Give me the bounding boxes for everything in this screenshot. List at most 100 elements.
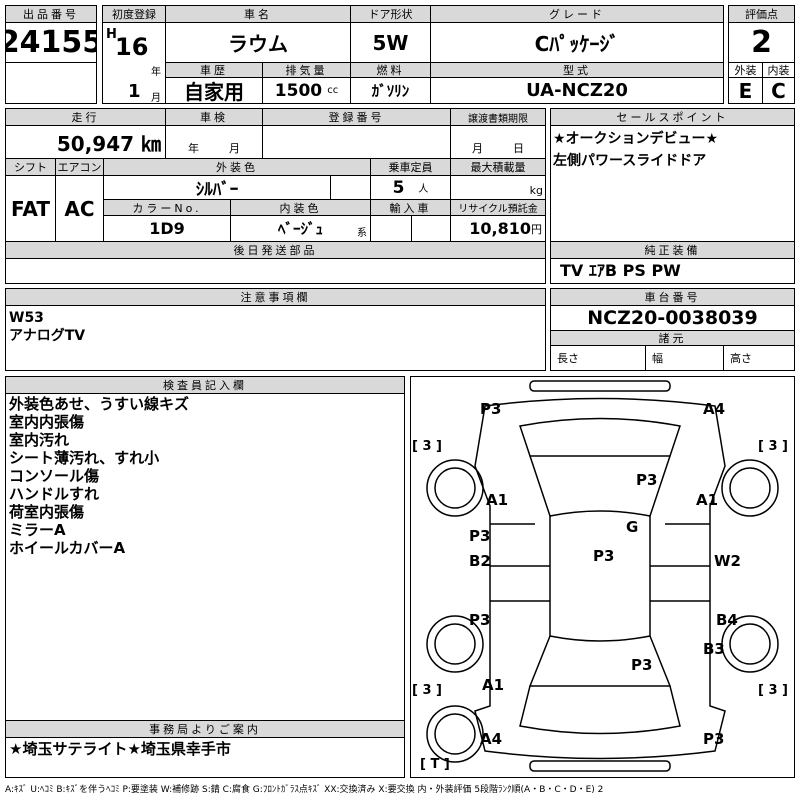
inspector-line: コンソール傷 — [9, 467, 100, 485]
transfer-label: 譲渡書類期限 — [450, 108, 546, 126]
load-label: 最大積載量 — [450, 158, 546, 176]
reg-year-unit: 年 — [151, 67, 161, 78]
transfer-cell: 月日 — [450, 125, 546, 159]
grade: Cﾊﾟｯｹｰｼﾞ — [430, 22, 724, 63]
mark-l-door-f: P3 — [469, 527, 491, 545]
history-label: 車歴 — [165, 62, 263, 78]
inspector-line: 外装色あせ、うすい線キズ — [9, 395, 190, 413]
model-label: 型式 — [430, 62, 724, 78]
import-a — [370, 215, 412, 242]
spec-label: 諸元 — [550, 330, 795, 346]
displacement: 1500 — [274, 80, 323, 101]
import-label: 輸入車 — [370, 199, 451, 216]
height-label: 高さ — [730, 352, 752, 365]
regno-value — [262, 125, 451, 159]
mileage-label: 走行 — [5, 108, 166, 126]
note-line: W53 — [9, 310, 44, 326]
model: UA-NCZ20 — [430, 77, 724, 104]
shift: FAT — [5, 175, 56, 242]
inspection-year-unit: 年 — [188, 142, 199, 155]
shift-label: シフト — [5, 158, 56, 176]
int-score-label: 内装 — [762, 62, 795, 78]
mark-fl-corner: P3 — [480, 400, 502, 418]
mark-l-quarter: A1 — [482, 676, 505, 694]
int-score: C — [762, 77, 795, 104]
mark-r-fender: A1 — [696, 491, 719, 509]
displacement-label: 排気量 — [262, 62, 351, 78]
mark-trunk: P3 — [631, 656, 653, 674]
mark-l-door-r: P3 — [469, 611, 491, 629]
ext-color-extra — [330, 175, 371, 200]
lot-label: 出品番号 — [5, 5, 97, 23]
fuel-label: 燃料 — [350, 62, 431, 78]
history: 自家用 — [165, 77, 263, 104]
sales-label: セールスポイント — [550, 108, 795, 126]
ext-score: E — [728, 77, 763, 104]
sales-line: 左側パワースライドドア — [553, 153, 707, 169]
int-color-cell: ﾍﾞｰｼﾞｭ 系 — [230, 215, 371, 242]
car-diagram — [426, 380, 779, 772]
transfer-day-unit: 日 — [513, 142, 524, 155]
load-unit: kg — [529, 184, 543, 197]
office-info: ★埼玉サテライト★埼玉県幸手市 — [9, 740, 231, 758]
inspector-line: 室内汚れ — [9, 431, 70, 449]
tire-spare: [ T ] — [420, 757, 450, 772]
equipment-label: 純正装備 — [550, 241, 795, 259]
recycle-unit: 円 — [531, 222, 542, 236]
capacity: 5 — [392, 177, 405, 198]
reg-month-unit: 月 — [151, 93, 161, 104]
mark-rr-corner: P3 — [703, 730, 725, 748]
displacement-unit: cc — [327, 85, 339, 96]
notes-label: 注意事項欄 — [5, 288, 546, 306]
reg-year: 16 — [115, 33, 149, 61]
reg-month: 1 — [128, 81, 141, 102]
color-no-label: カラーNo. — [103, 199, 231, 216]
inspector-line: 室内内張傷 — [9, 413, 85, 431]
capacity-unit: 人 — [418, 184, 429, 195]
mark-windshield: G — [626, 518, 639, 536]
mark-rl-corner: A4 — [480, 730, 503, 748]
inspector-line: ハンドルすれ — [9, 485, 100, 503]
width-label: 幅 — [652, 352, 663, 365]
reg-cell: H 16 年 1 月 — [102, 22, 166, 104]
inspection-label: 車検 — [165, 108, 263, 126]
displacement-cell: 1500 cc — [262, 77, 351, 104]
int-color-suffix: 系 — [357, 228, 367, 239]
inspector-line: ホイールカバーA — [9, 539, 126, 557]
ac-label: エアコン — [55, 158, 104, 176]
inspector-line: 荷室内張傷 — [9, 503, 85, 521]
ext-color: ｼﾙﾊﾞｰ — [103, 175, 331, 200]
later-parts-value — [5, 258, 546, 284]
door-type: 5W — [350, 22, 431, 63]
door-label: ドア形状 — [350, 5, 431, 23]
mark-r-door-r: B4 — [716, 611, 738, 629]
height-cell: 高さ — [723, 345, 795, 371]
mark-roof: P3 — [593, 547, 615, 565]
width-cell: 幅 — [645, 345, 724, 371]
capacity-label: 乗車定員 — [370, 158, 451, 176]
ext-score-label: 外装 — [728, 62, 763, 78]
office-label: 事務局よりご案内 — [5, 720, 405, 738]
fuel: ｶﾞｿﾘﾝ — [350, 77, 431, 104]
reg-era: H — [106, 27, 117, 42]
load-cell: kg — [450, 175, 546, 200]
mark-hood: P3 — [636, 471, 658, 489]
equipment: TV ｴｱB PS PW — [560, 261, 681, 280]
inspection-month-unit: 月 — [229, 142, 240, 155]
tire-fl: [ 3 ] — [412, 439, 442, 454]
score: 2 — [728, 22, 795, 63]
reg-label: 初度登録 — [102, 5, 166, 23]
chassis-label: 車台番号 — [550, 288, 795, 306]
length-cell: 長さ — [550, 345, 646, 371]
color-no: 1D9 — [103, 215, 231, 242]
length-label: 長さ — [557, 352, 579, 365]
note-line: アナログTV — [9, 328, 86, 344]
lot-number: 24155 — [5, 22, 97, 63]
tire-rl: [ 3 ] — [412, 683, 442, 698]
mark-fr-corner: A4 — [703, 400, 726, 418]
mark-r-door-f: W2 — [714, 552, 741, 570]
ac: AC — [55, 175, 104, 242]
recycle-label: リサイクル預託金 — [450, 199, 546, 216]
import-b — [411, 215, 451, 242]
diagram-box — [410, 376, 795, 778]
